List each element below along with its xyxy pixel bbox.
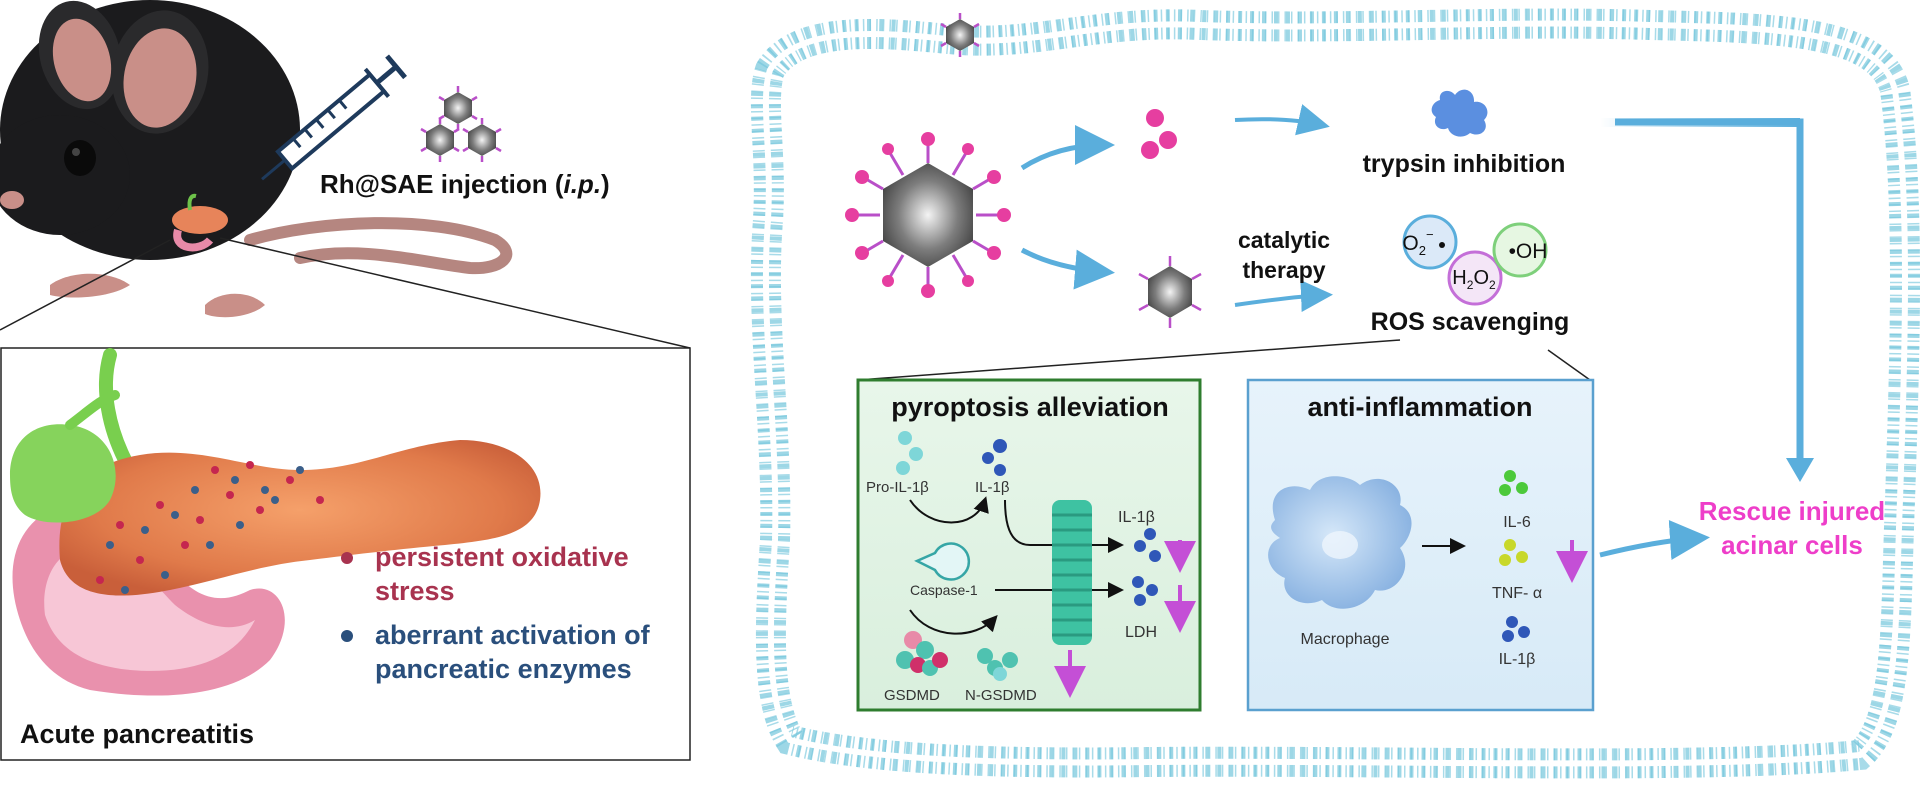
gsdmd-label: GSDMD: [884, 687, 940, 704]
oxidative-bullet-dot: [341, 552, 353, 564]
zoom-line-right: [219, 237, 691, 349]
pro-il1b-label: Pro-IL-1β: [866, 479, 929, 496]
release-arrow-il1b: [1004, 499, 1124, 553]
cleavage-arrow-gsdmd: [909, 609, 998, 635]
ros-label: ROS scavenging: [1371, 308, 1570, 336]
radical-dot: [1439, 242, 1445, 248]
bullet2-line1: aberrant activation of: [375, 620, 651, 650]
bullet2-line2: pancreatic enzymes: [375, 654, 632, 684]
trypsin-icon: [1431, 89, 1488, 137]
rescue-label-2: acinar cells: [1721, 530, 1863, 560]
n-gsdmd-label: N-GSDMD: [965, 687, 1037, 704]
cell-membrane: [750, 8, 1920, 779]
ros-h2o2: H2O2: [1452, 267, 1496, 292]
il6-molecules-icon: [1499, 470, 1528, 496]
bullet1-line2: stress: [375, 576, 455, 606]
rescue-label-1: Rescue injured: [1699, 496, 1885, 526]
pyroptosis-title: pyroptosis alleviation: [891, 392, 1169, 422]
macrophage-label: Macrophage: [1301, 631, 1390, 648]
ros-species-icon: [1402, 214, 1548, 306]
gsdmd-pore-icon: [1052, 500, 1092, 645]
ros-oh: •OH: [1509, 240, 1548, 263]
nanoparticle-medium-icon: [1138, 256, 1202, 328]
n-gsdmd-icon: [977, 648, 1018, 681]
caspase-icon: [914, 542, 971, 581]
inhibitor-molecules-icon: [1141, 109, 1177, 159]
arrow-head-rescue: [1786, 458, 1814, 482]
nanoparticle-small-top-icon: [940, 13, 980, 57]
zoom-line-inflam: [1547, 349, 1591, 381]
mouse-illustration: [0, 0, 513, 318]
macrophage-icon: [1268, 476, 1412, 609]
arrow-to-rescue-vertical: [1615, 118, 1804, 468]
zoom-line-pyro: [857, 339, 1401, 381]
zoom-line-left: [0, 239, 171, 331]
il1b-out-label: IL-1β: [1118, 509, 1155, 526]
arrow-to-trypsin-dots: [1020, 125, 1115, 171]
syringe-icon: [261, 54, 407, 181]
bullet1-line1: persistent oxidative: [375, 542, 629, 572]
enzyme-bullet-dot: [341, 630, 353, 642]
arrow-to-ros: [1234, 279, 1333, 312]
trypsin-label: trypsin inhibition: [1363, 150, 1566, 178]
cleavage-arrow-il1b: [909, 496, 989, 524]
ros-o2: O2−: [1402, 227, 1433, 258]
gsdmd-icon: [896, 631, 948, 676]
pro-il1b-molecules-icon: [896, 431, 923, 475]
ldh-molecules-icon: [1132, 576, 1158, 606]
injection-label: Rh@SAE injection (i.p.): [320, 169, 610, 199]
il1b-inflam-molecules-icon: [1502, 616, 1530, 642]
ldh-label: LDH: [1125, 624, 1157, 641]
caspase-label: Caspase-1: [910, 582, 978, 598]
inflammation-title: anti-inflammation: [1307, 392, 1532, 422]
nanoparticle-cluster-icon: [420, 86, 502, 162]
tnf-label: TNF- α: [1492, 585, 1542, 602]
nanoparticle-large-icon: [845, 132, 1011, 298]
il1b-molecules-icon: [982, 439, 1007, 476]
il1b-out-molecules-icon: [1134, 528, 1161, 562]
il1b-inflam-label: IL-1β: [1499, 651, 1536, 668]
arrow-to-catalytic-particle: [1020, 247, 1115, 290]
il1b-label: IL-1β: [975, 479, 1010, 496]
arrow-inflam-to-rescue: [1599, 520, 1710, 560]
catalytic-label-1: catalytic: [1238, 227, 1330, 253]
il6-label: IL-6: [1503, 514, 1531, 531]
arrow-fade-segment: [1600, 118, 1800, 127]
tnf-molecules-icon: [1499, 539, 1528, 566]
arrow-to-trypsin: [1234, 104, 1330, 136]
panel-title: Acute pancreatitis: [20, 719, 254, 749]
pancreas-illustration: [10, 348, 541, 696]
catalytic-label-2: therapy: [1242, 257, 1325, 283]
